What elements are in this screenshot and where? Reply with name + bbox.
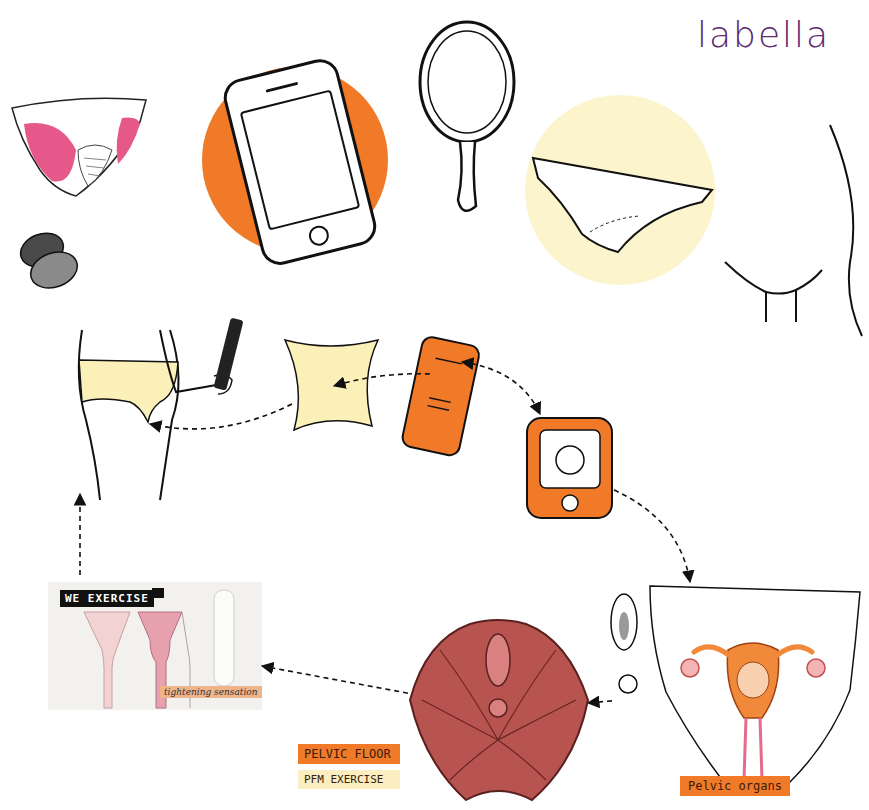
exercise-card (84, 612, 130, 708)
panties-drawing (84, 158, 106, 176)
hand-mirror (420, 22, 514, 211)
pelvic-floor-drawing (410, 620, 588, 800)
body-with-device (160, 330, 222, 392)
compact-mirror (16, 227, 83, 294)
pelvic-organs-drawing (611, 594, 637, 650)
flow-arrow (334, 374, 430, 386)
panties-drawing (12, 98, 146, 196)
pelvic-floor-drawing (486, 634, 510, 686)
brand-logo: labella (697, 14, 830, 55)
smartphone (308, 225, 330, 247)
body-with-device (160, 330, 179, 500)
pelvic-organs-drawing (727, 643, 778, 718)
smartphone (267, 84, 296, 91)
hip-outline (796, 270, 822, 290)
hand-mirror (428, 31, 506, 133)
phone-app (527, 418, 612, 518)
flow-arrow (614, 490, 690, 582)
hip-outline (766, 290, 796, 322)
hand-mirror (458, 142, 476, 211)
device (426, 358, 462, 411)
pelvic-organs-drawing (619, 612, 629, 640)
smartphone (221, 57, 378, 267)
flow-connector (262, 666, 408, 693)
underwear (525, 95, 715, 285)
pelvic-organs-drawing (650, 586, 860, 790)
heading-tag: WE EXERCISE (60, 590, 154, 607)
phone-app (527, 418, 612, 518)
pad-sensor (285, 340, 378, 430)
flow-arrow (150, 404, 292, 429)
panties-drawing (78, 145, 112, 186)
exercise-card (214, 590, 234, 686)
pelvic-organs-drawing (611, 586, 860, 790)
device (401, 335, 481, 457)
pelvic-organs-drawing (737, 662, 769, 698)
smartphone (241, 91, 359, 230)
underwear (525, 95, 715, 285)
flow-connector (588, 701, 612, 703)
hip-outline (830, 125, 862, 336)
flow-arrow (79, 494, 81, 575)
phone-app (540, 430, 600, 488)
compact-mirror (26, 246, 83, 294)
panties-drawing (24, 123, 76, 182)
pelvic-organs-drawing (807, 659, 825, 677)
pelvic-organs-drawing (619, 675, 637, 693)
subheading-tag: PFM EXERCISE (298, 770, 400, 789)
exercise-card (48, 582, 262, 710)
heading-tag: PELVIC FLOOR (298, 744, 400, 764)
pelvic-floor-drawing (410, 620, 588, 800)
pelvic-organs-node: Pelvic organs (612, 580, 862, 802)
exercise-card (48, 582, 262, 710)
flow-arrow (80, 362, 690, 582)
phone-app (562, 495, 578, 511)
note-tag: tightening sensation (160, 686, 262, 698)
body-with-device (79, 360, 178, 422)
phone-app (556, 446, 584, 474)
pelvic-floor-drawing (489, 699, 507, 717)
hip-outline (725, 262, 766, 322)
body-with-device (213, 318, 243, 391)
device (401, 335, 481, 457)
underwear (533, 158, 712, 252)
body-with-device (79, 318, 244, 500)
smartphone (202, 57, 388, 267)
hip-outline (725, 125, 862, 336)
exercise-card: WE EXERCISE tightening sensation (48, 582, 262, 710)
panties-drawing (117, 118, 140, 164)
panties-drawing (12, 98, 146, 196)
hand-mirror (420, 22, 514, 142)
heading-tag: Pelvic organs (680, 776, 790, 796)
pelvic-organs-drawing (694, 647, 812, 656)
pelvic-organs-drawing (681, 659, 699, 677)
pelvic-organs-drawing (744, 718, 762, 780)
flow-arrow (462, 362, 540, 414)
body-with-device (79, 330, 100, 500)
smartphone (221, 57, 378, 267)
underwear (590, 216, 640, 232)
pelvic-floor-node: PELVIC FLOORPFM EXERCISE (408, 620, 588, 800)
